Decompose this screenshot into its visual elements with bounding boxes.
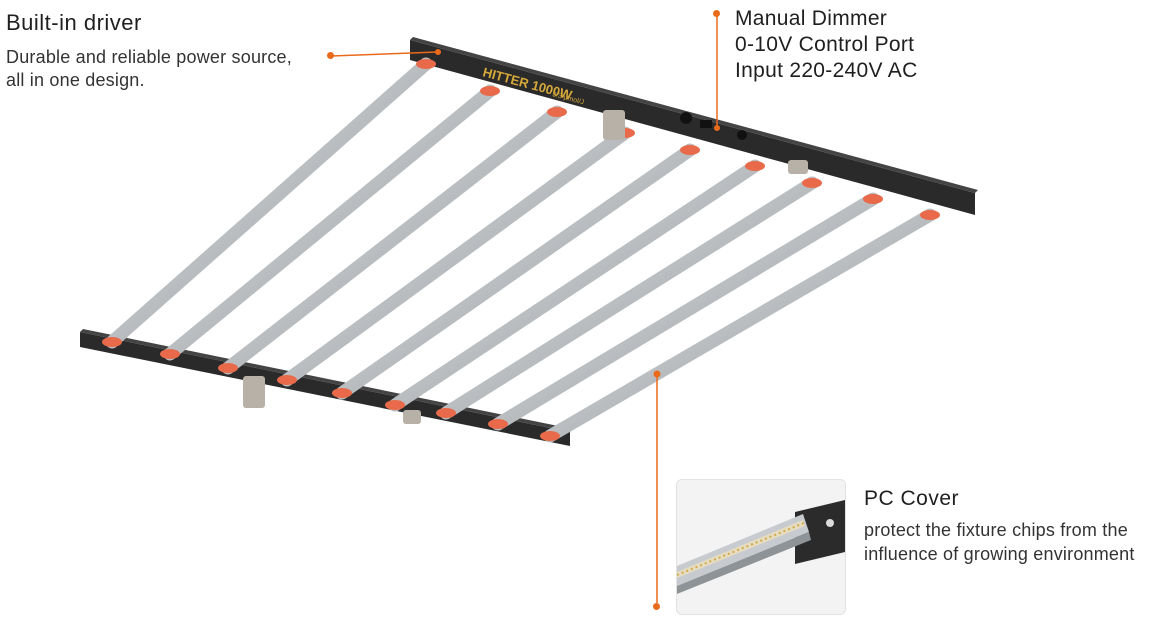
power-port-icon [737, 130, 747, 140]
driver-leader-line [330, 51, 439, 57]
hanging-bracket [788, 160, 808, 174]
pc-cover-desc-line1: protect the fixture chips from the [864, 520, 1128, 540]
dimmer-knob-icon [680, 112, 692, 124]
builtin-driver-desc-line2: all in one design. [6, 70, 145, 90]
dimmer-callout-dot [713, 10, 720, 17]
dimmer-line3: Input 220-240V AC [735, 59, 918, 82]
control-port-icon [700, 120, 712, 128]
builtin-driver-desc-line1: Durable and reliable power source, [6, 47, 292, 67]
builtin-driver-title: Built-in driver [6, 10, 142, 35]
driver-bar-top [410, 40, 975, 215]
pc-cover-title: PC Cover [864, 487, 960, 510]
hanging-bracket [603, 110, 625, 140]
driver-callout-dot [327, 52, 334, 59]
hanging-bracket [243, 376, 265, 408]
dimmer-line2: 0-10V Control Port [735, 33, 915, 56]
pc-cover-callout-dot [653, 603, 660, 610]
pc-cover-desc-line2: influence of growing environment [864, 544, 1135, 564]
end-caps [102, 59, 940, 441]
pc-cover-closeup-drawing [677, 500, 845, 594]
dimmer-line1: Manual Dimmer [735, 7, 888, 30]
light-bars [105, 57, 937, 443]
hanging-bracket [403, 410, 421, 424]
pc-cover-closeup-image [676, 479, 846, 615]
